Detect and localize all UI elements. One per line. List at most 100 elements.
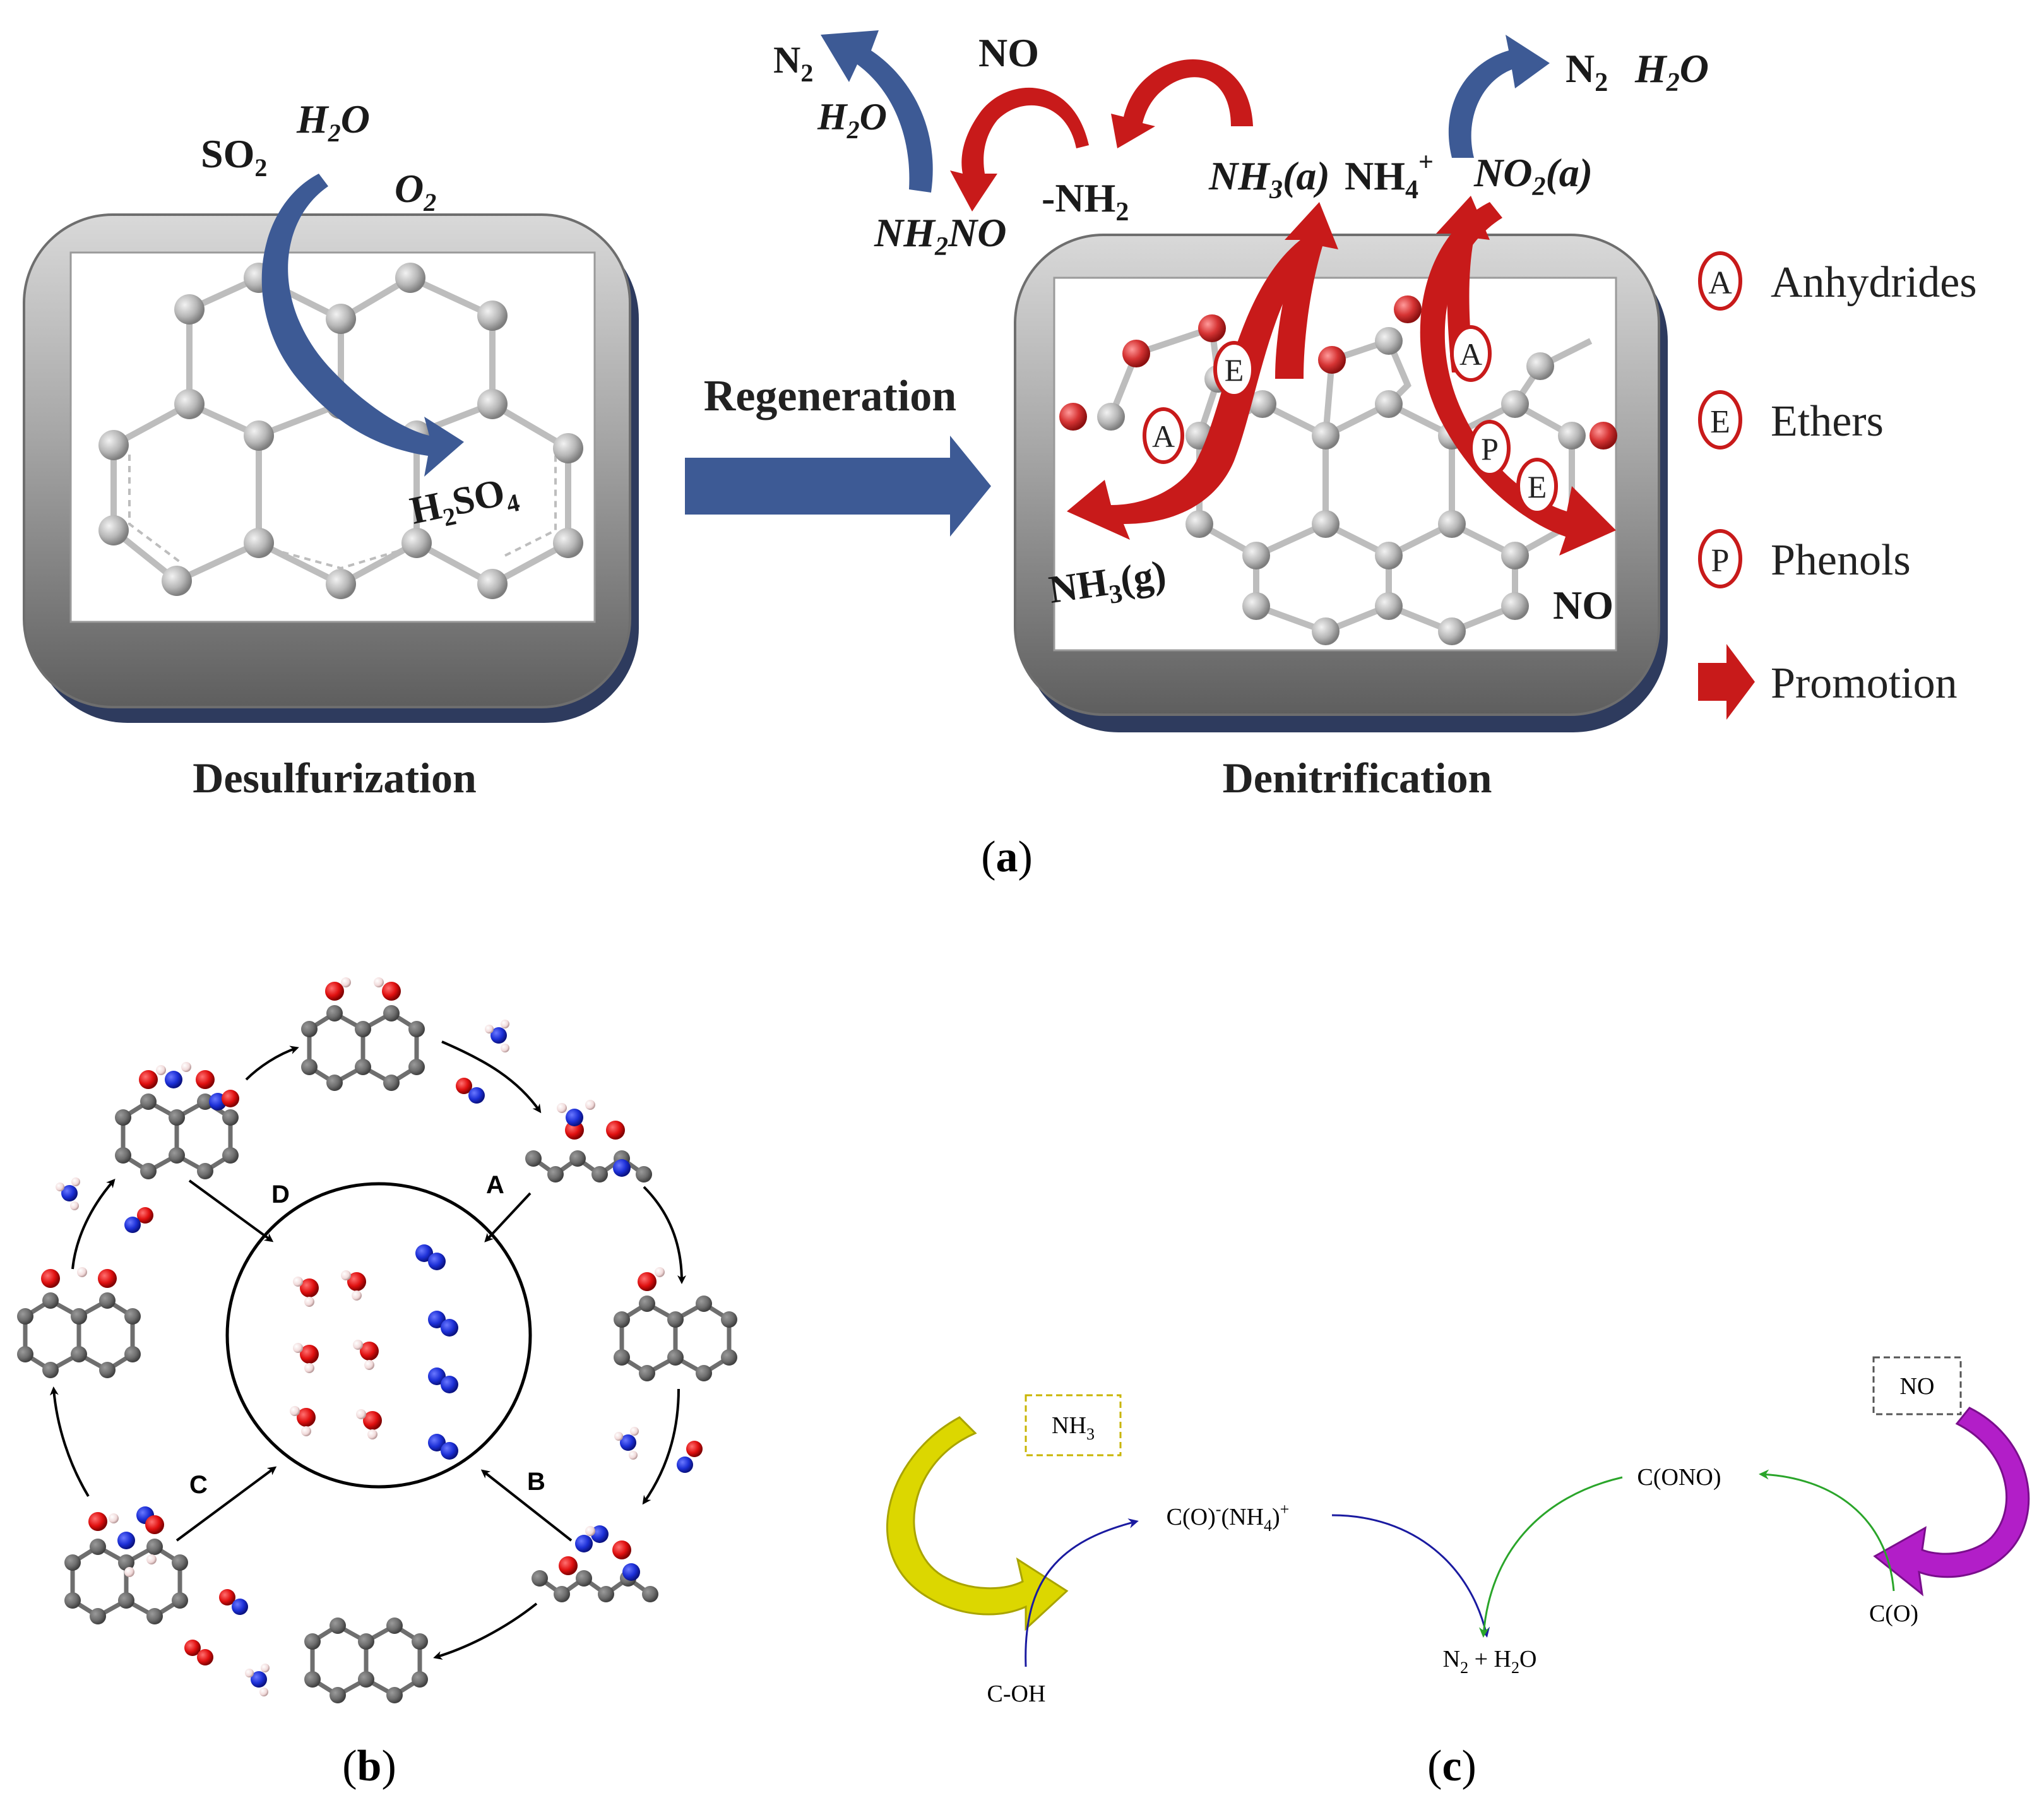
- no-label-top: NO: [978, 30, 1039, 75]
- arrow-cono-to-products: [1478, 1476, 1623, 1638]
- legend-item-ethers: E Ethers: [1698, 390, 1884, 450]
- no2a-label: NO2(a): [1473, 150, 1593, 201]
- legend: A Anhydrides E Ethers P Phenols Promotio…: [1698, 251, 1977, 720]
- water-molecule: [293, 1277, 319, 1307]
- svg-text:A: A: [1459, 337, 1482, 372]
- arrow-a-to-center: [484, 1192, 532, 1242]
- cycle-arrow-right-down: [643, 1186, 686, 1284]
- c-ono-label: C(ONO): [1637, 1464, 1721, 1491]
- n2-molecule: [415, 1244, 446, 1270]
- free-molecules-b: [56, 1020, 703, 1696]
- arrow-d-to-center: [188, 1179, 274, 1242]
- n2-label-right: N2: [1566, 46, 1608, 97]
- blue-arrow-n2-left: [821, 30, 933, 193]
- nh3g-label: NH3(g): [1046, 553, 1169, 618]
- carbon-atoms-right: [1059, 295, 1617, 645]
- denitrification-caption: Denitrification: [1223, 754, 1492, 802]
- svg-text:Promotion: Promotion: [1771, 659, 1958, 708]
- marker-a-2: A: [1450, 325, 1492, 382]
- arrow-co-nh4-to-products: [1331, 1514, 1490, 1638]
- svg-text:E: E: [1710, 404, 1730, 440]
- svg-text:P: P: [1711, 543, 1730, 579]
- purple-curved-arrow: [1873, 1407, 2030, 1597]
- desulfurization-arrow: [261, 174, 464, 477]
- step-label-d: D: [271, 1181, 290, 1208]
- svg-text:A: A: [1152, 419, 1175, 454]
- no-label-bottom: NO: [1553, 583, 1613, 628]
- n2-molecule: [428, 1367, 458, 1393]
- n2-molecule: [428, 1434, 458, 1460]
- nh2no-label: NH2NO: [874, 210, 1006, 261]
- cycle-arrow-left-upper: [71, 1178, 116, 1270]
- n2-h2o-product-label: N2 + H2O: [1443, 1646, 1537, 1677]
- product-molecules: [290, 1244, 458, 1460]
- nh3-molecule: [485, 1020, 509, 1052]
- denitrification-surface: [1053, 277, 1617, 652]
- h2o-label-left: H2O: [296, 97, 370, 147]
- svg-text:E: E: [1528, 469, 1547, 504]
- aromatic-dashes-left: [128, 455, 557, 570]
- nh3-box: [1025, 1394, 1122, 1457]
- svg-text:Anhydrides: Anhydrides: [1771, 258, 1977, 307]
- promotion-arrow-left-surface: [1067, 240, 1313, 540]
- red-arrow-nh3-to-nh2: [1111, 59, 1253, 148]
- panel-b: D A B C (b): [17, 977, 737, 1790]
- desulfurization-panel: SO2 H2O O2 H2SO4 Desulfurization: [23, 97, 639, 802]
- promotion-icon: [1698, 644, 1755, 720]
- h2o-label-right: H2O: [1634, 46, 1709, 97]
- no-molecule: [677, 1441, 703, 1473]
- water-molecule: [356, 1409, 382, 1439]
- n2-label-left: N2: [773, 39, 813, 87]
- promotion-arrow-up-left: [1275, 202, 1338, 379]
- regeneration-arrow-group: Regeneration: [685, 372, 991, 537]
- legend-item-anhydrides: A Anhydrides: [1698, 251, 1977, 311]
- water-molecule: [353, 1340, 379, 1370]
- cycle-arrow-bottom-right: [433, 1602, 538, 1660]
- arrow-co-to-cono: [1759, 1469, 1895, 1592]
- marker-e-1: E: [1213, 341, 1255, 398]
- svg-text:A: A: [1708, 265, 1732, 301]
- desulfurization-caption: Desulfurization: [193, 754, 477, 802]
- panel-label-a: (a): [981, 833, 1033, 881]
- cycle-arrow-left-up: [49, 1386, 90, 1498]
- water-molecule: [290, 1406, 316, 1436]
- svg-text:E: E: [1225, 352, 1244, 388]
- arrow-coh-to-co-nh4: [1025, 1518, 1139, 1667]
- hetero-atoms-b: [41, 977, 665, 1581]
- panel-c: NH3 NO C(O)-(NH4)+ C(ONO) C-OH C(O) N2 +…: [886, 1356, 2030, 1790]
- no-molecule: [184, 1640, 213, 1665]
- panel-label-b: (b): [342, 1742, 396, 1790]
- cycle-arrow-top-right: [441, 1040, 542, 1114]
- so2-label: SO2: [201, 131, 267, 182]
- cycle-arrows: [49, 1040, 686, 1660]
- n2-molecule: [428, 1311, 458, 1337]
- blue-arrow-n2-right: [1448, 35, 1550, 158]
- no-label-c: NO: [1900, 1373, 1935, 1400]
- arrow-c-to-center: [175, 1466, 277, 1542]
- c-o-nh4-label: C(O)-(NH4)+: [1167, 1500, 1290, 1535]
- water-molecule: [293, 1343, 319, 1373]
- product-circle: [225, 1182, 532, 1489]
- nh3a-label: NH3(a): [1208, 153, 1330, 205]
- marker-p-1: P: [1469, 420, 1511, 477]
- svg-text:Phenols: Phenols: [1771, 536, 1911, 585]
- marker-a-1: A: [1143, 407, 1184, 464]
- nh3-molecule: [245, 1664, 270, 1696]
- no-box: [1872, 1356, 1962, 1415]
- legend-item-promotion: Promotion: [1698, 644, 1958, 720]
- marker-e-2: E: [1516, 458, 1558, 515]
- nh3-molecule: [56, 1177, 80, 1210]
- nh3-label-c: NH3: [1052, 1412, 1095, 1443]
- no-molecule: [456, 1078, 485, 1104]
- svg-text:P: P: [1481, 431, 1499, 467]
- panel-label-c: (c): [1427, 1742, 1477, 1790]
- step-label-a: A: [486, 1171, 504, 1199]
- step-label-b: B: [527, 1468, 545, 1496]
- yellow-curved-arrow: [886, 1416, 1069, 1631]
- promotion-arrow-up-right: [1436, 196, 1490, 372]
- denitrification-panel: E A A P E N2 H2O NO NH2NO -NH2 NH3(a) NH…: [773, 30, 1709, 802]
- nh4-label: NH4+: [1345, 148, 1434, 205]
- h2o-label-top-left: H2O: [817, 96, 887, 144]
- o2-label: O2: [395, 166, 436, 217]
